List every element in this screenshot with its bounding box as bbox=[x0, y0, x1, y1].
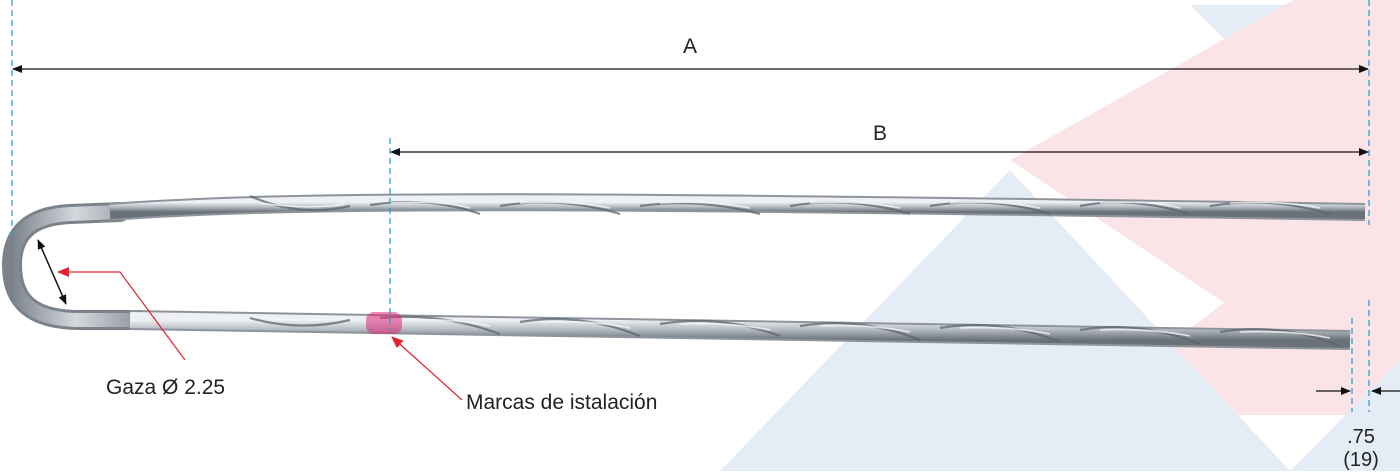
loop-callout-label: Gaza Ø 2.25 bbox=[106, 376, 225, 399]
offset-metric-label: (19) bbox=[1343, 449, 1379, 471]
dimension-b-label: B bbox=[873, 122, 887, 145]
installation-mark bbox=[366, 312, 402, 334]
guide-lines bbox=[11, 0, 1370, 412]
marks-leader-line bbox=[391, 336, 463, 401]
marks-callout-label: Marcas de istalación bbox=[466, 391, 657, 414]
background-watermark bbox=[720, 0, 1400, 471]
helical-rod bbox=[1, 193, 1366, 350]
loop-diameter-arrow bbox=[37, 239, 67, 305]
loop-leader-line bbox=[57, 267, 186, 361]
offset-label: .75 bbox=[1347, 426, 1375, 448]
dimension-a-label: A bbox=[683, 35, 697, 58]
